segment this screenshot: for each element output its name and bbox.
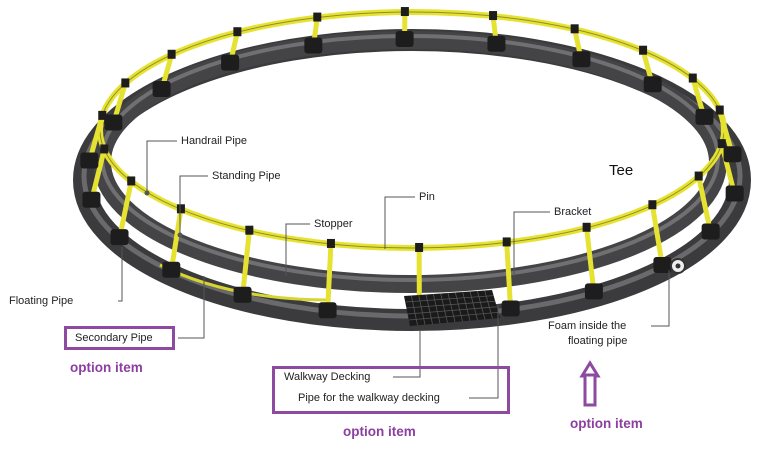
tee-connector <box>717 139 726 149</box>
bracket <box>110 229 129 246</box>
up-arrow-icon <box>579 360 601 407</box>
bracket <box>80 152 99 169</box>
label-stopper: Stopper <box>314 218 353 230</box>
label-handrail-pipe: Handrail Pipe <box>181 135 248 147</box>
standing-pipe <box>117 178 134 241</box>
bracket <box>701 223 720 240</box>
bracket <box>82 191 101 208</box>
bracket <box>221 54 240 71</box>
label-foam-line1: Foam inside the <box>548 320 627 332</box>
tee-connector <box>121 78 130 88</box>
option-item-right: option item <box>570 416 643 431</box>
tee-connector <box>648 200 657 210</box>
standing-pipe <box>584 225 597 295</box>
option-item-center: option item <box>343 424 416 439</box>
standing-pipe <box>240 228 252 299</box>
tee-connector <box>233 27 242 37</box>
tee-connector <box>245 225 254 235</box>
tee-connector <box>127 176 136 186</box>
tee-connector <box>415 242 424 252</box>
bracket <box>162 261 181 278</box>
secondary-pipe-highlight-box <box>64 326 175 350</box>
bracket <box>653 256 672 273</box>
walkway-highlight-box <box>272 366 510 414</box>
standing-pipe <box>325 241 334 314</box>
bracket <box>104 114 123 131</box>
tee-connector <box>639 45 648 55</box>
walkway-decking <box>404 290 500 326</box>
standing-pipe <box>504 239 514 312</box>
bracket <box>572 51 591 68</box>
label-floating-pipe: Floating Pipe <box>9 295 74 307</box>
bracket <box>152 81 171 98</box>
option-item-left: option item <box>70 360 143 375</box>
tee-connector <box>313 12 322 22</box>
label-tee: Tee <box>609 162 634 179</box>
bracket <box>723 146 742 163</box>
tee-connector <box>694 171 703 181</box>
tee-connector <box>100 144 109 154</box>
bracket <box>487 35 506 52</box>
tee-connector <box>489 11 498 21</box>
bracket <box>233 286 252 303</box>
standing-pipe <box>168 206 184 274</box>
tee-connector <box>400 7 409 17</box>
label-pipe-for-walkway: Pipe for the walkway decking <box>298 392 440 404</box>
floating-pipe-inner-highlight <box>100 34 720 282</box>
standing-pipe <box>649 202 665 269</box>
bracket <box>584 283 603 300</box>
label-walkway-decking: Walkway Decking <box>284 371 371 383</box>
bracket <box>318 302 337 319</box>
tee-connector <box>176 204 185 214</box>
bracket <box>304 37 323 54</box>
label-bracket: Bracket <box>554 206 592 218</box>
label-foam-line2: floating pipe <box>568 335 628 347</box>
tee-connector <box>167 49 176 59</box>
bracket <box>725 185 744 202</box>
standing-pipe <box>696 174 714 235</box>
tee-connector <box>98 110 107 120</box>
label-standing-pipe: Standing Pipe <box>212 170 281 182</box>
bracket <box>501 300 520 317</box>
tee-connector <box>582 222 591 232</box>
brackets <box>80 7 744 323</box>
bracket <box>643 76 662 93</box>
bracket <box>395 31 414 48</box>
label-pin: Pin <box>419 191 435 203</box>
tee-connector <box>326 238 335 248</box>
bracket <box>695 108 714 125</box>
tee-connector <box>688 73 697 83</box>
label-secondary-pipe: Secondary Pipe <box>75 332 153 344</box>
leader-lines <box>118 140 670 399</box>
tee-connector <box>715 105 724 115</box>
tee-connector <box>502 237 511 247</box>
tee-connector <box>570 24 579 34</box>
